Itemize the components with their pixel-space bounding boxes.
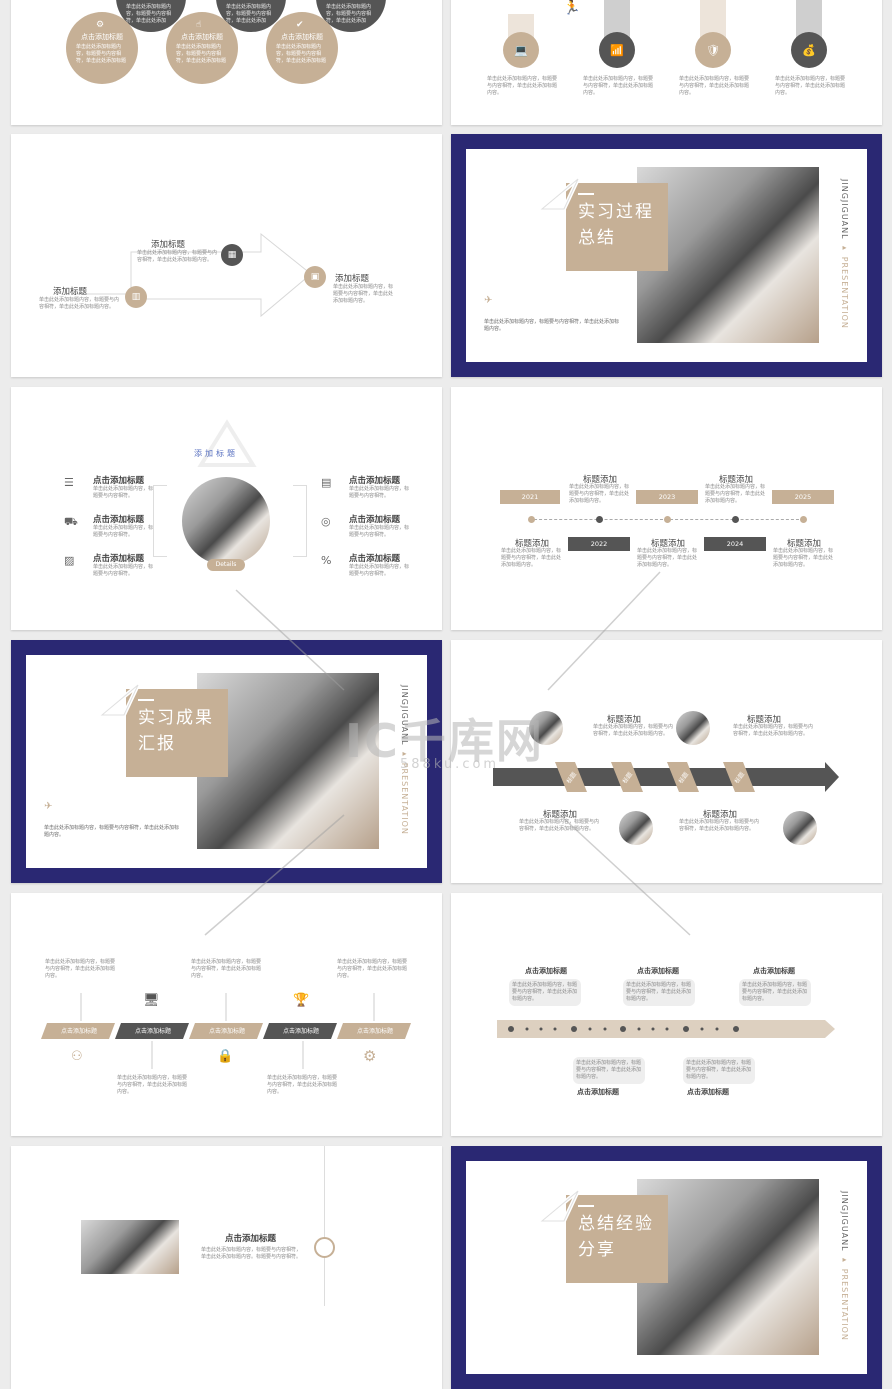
year-tag: 2022 (568, 537, 630, 551)
laptop-icon: 💻 (503, 32, 539, 68)
slide-icon-bars[interactable]: 🏃 💻 📶 🛡 💰 单击此处添加标题内容，标题要与内容相符，单击此处添加标题内容… (451, 0, 882, 125)
percent-icon: % (321, 554, 332, 567)
network-icon: ⚇ (71, 1049, 83, 1064)
pointer-icon: ☝ (196, 20, 202, 30)
lock-screen-icon: 🔒 (217, 1049, 234, 1064)
paper-plane-icon: ✈ (484, 295, 493, 306)
slide-section-process[interactable]: 实习过程 总结 ✈ 单击此处添加标题内容，标题要与内容相符，单击此处添加标题内容… (451, 134, 882, 377)
triangle-outline (197, 419, 257, 467)
signal-icon: 📶 (599, 32, 635, 68)
paper-plane-icon: ✈ (44, 801, 53, 812)
watermark-url: 588ku.com (400, 757, 500, 772)
photo-thumb (676, 711, 710, 745)
slide-section-share[interactable]: 总结经验 分享 JINGJIGUANL ▸ PRESENTATION (451, 1146, 882, 1389)
meeting-photo (182, 477, 270, 565)
vertical-text: JINGJIGUANL ▸ PRESENTATION (400, 685, 409, 835)
slide-parallelogram-tags[interactable]: 点击添加标题 点击添加标题 点击添加标题 点击添加标题 点击添加标题 🖥 🏆 ⚇… (11, 893, 442, 1136)
slide-dotted-bar[interactable]: 点击添加标题 单击此处添加标题内容，标题要与内容相符，单击此处添加标题内容。 点… (451, 893, 882, 1136)
shield-icon: 🛡 (695, 32, 731, 68)
slide-circle-titles[interactable]: 单击此处添加标题内容，标题要与内容相符，单击此处添加 单击此处添加标题内容，标题… (11, 0, 442, 125)
year-tag: 2021 (500, 490, 560, 504)
triangle-decor (98, 683, 140, 717)
slide-arrow-titles[interactable]: ▦ ▥ ▣ 添加标题 单击此处添加标题内容，标题要与内容相符，单击此处添加标题内… (11, 134, 442, 377)
photo-thumb (783, 811, 817, 845)
photo-thumb (619, 811, 653, 845)
ribbon-arrow (493, 762, 839, 792)
slide-photo-title[interactable]: 点击添加标题 单击此处添加标题内容，标题要与内容相符，单击此处添加标题内容。标题… (11, 1146, 442, 1389)
picture-icon: ▨ (64, 554, 75, 567)
document-icon: ▤ (321, 476, 332, 489)
check-icon: ✔ (296, 20, 304, 30)
year-tag: 2024 (704, 537, 766, 551)
money-hand-icon: 💰 (791, 32, 827, 68)
section-inner: 总结经验 分享 JINGJIGUANL ▸ PRESENTATION (466, 1161, 867, 1374)
vertical-text: JINGJIGUANL ▸ PRESENTATION (840, 1191, 849, 1341)
year-tag: 2025 (772, 490, 834, 504)
section-title-box: 总结经验 分享 (566, 1195, 668, 1283)
section-title-box: 实习成果 汇报 (126, 689, 228, 777)
monitor-gear-icon: 🖥 (143, 993, 160, 1008)
slide-year-timeline[interactable]: 2021 2022 2023 2024 2025 标题添加 单击此处添加标题内容… (451, 387, 882, 630)
image-icon: ▣ (304, 266, 326, 288)
timeline-node (314, 1237, 335, 1258)
database-icon: ☰ (64, 476, 74, 489)
gear-icon: ⚙ (96, 20, 105, 30)
watermark-logo: IC千库网 (345, 714, 544, 768)
photo-thumb (529, 711, 563, 745)
triangle-decor (538, 1189, 580, 1223)
gear-icon: ⚙ (363, 1047, 377, 1065)
arrow-outline (71, 232, 312, 318)
section-inner: 实习过程 总结 ✈ 单击此处添加标题内容，标题要与内容相符，单击此处添加标题内容… (466, 149, 867, 362)
triangle-decor (538, 177, 580, 211)
tan-circle: ✔ 点击添加标题 单击此处添加标题内容，标题要与内容相符，单击此处添加标题 (266, 12, 338, 84)
tan-circle: ☝ 点击添加标题 单击此处添加标题内容，标题要与内容相符，单击此处添加标题 (166, 12, 238, 84)
section-title-box: 实习过程 总结 (566, 183, 668, 271)
year-tag: 2023 (636, 490, 698, 504)
hierarchy-icon: ▦ (221, 244, 243, 266)
chart-icon: ▥ (125, 286, 147, 308)
runner-icon: 🏃 (563, 0, 581, 16)
team-photo (81, 1220, 179, 1274)
truck-icon: ⛟ (64, 515, 78, 528)
target-icon: ◎ (321, 515, 331, 528)
trophy-icon: 🏆 (293, 993, 310, 1008)
details-pill[interactable]: Details (207, 559, 245, 571)
slide-details[interactable]: 添加标题 Details ☰ 点击添加标题 单击此处添加标题内容，标题要与内容相… (11, 387, 442, 630)
vertical-text: JINGJIGUANL ▸ PRESENTATION (840, 179, 849, 329)
tan-circle: ⚙ 点击添加标题 单击此处添加标题内容，标题要与内容相符，单击此处添加标题 (66, 12, 138, 84)
